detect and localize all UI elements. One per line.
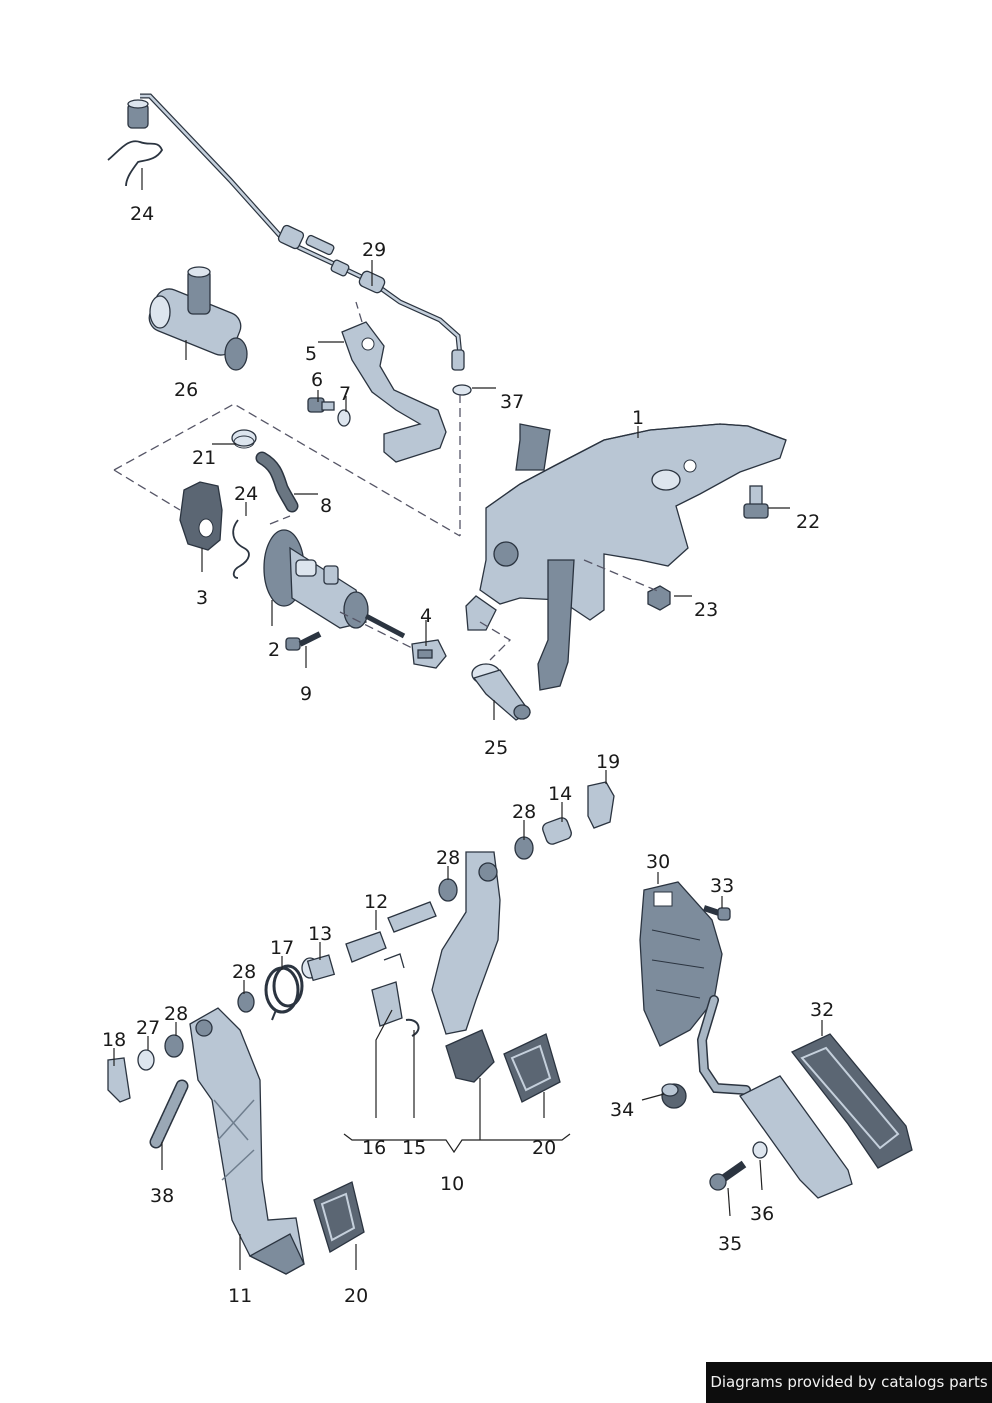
bushing-13	[301, 954, 336, 982]
callout-28-a: 28	[512, 801, 536, 823]
callout-5: 5	[305, 343, 317, 365]
group-bracket-10	[343, 1133, 571, 1154]
callout-15: 15	[402, 1137, 426, 1159]
callout-12: 12	[364, 891, 388, 913]
pedal-pad-20-lower	[313, 1181, 365, 1253]
callout-26: 26	[174, 379, 198, 401]
credit-banner: Diagrams provided by catalogs parts	[706, 1362, 992, 1403]
callout-9: 9	[300, 683, 312, 705]
torsion-spring-17	[264, 964, 304, 1021]
callout-19: 19	[596, 751, 620, 773]
callout-17: 17	[270, 937, 294, 959]
screw-33	[703, 905, 731, 921]
bushing-28-d	[164, 1034, 184, 1058]
callout-30: 30	[646, 851, 670, 873]
shaft-12	[345, 901, 437, 963]
pedal-bracket-1	[465, 423, 787, 691]
nut-23	[647, 585, 671, 611]
pipe-fitting-26	[148, 266, 248, 371]
bushing-28-b	[438, 878, 458, 902]
leader-lines	[113, 168, 823, 1270]
callout-27: 27	[136, 1017, 160, 1039]
callout-labels: 24 29 26 5 6 7 37 1 21 24 8 22 3 23 4 2 …	[102, 203, 834, 1307]
callout-28-d: 28	[164, 1003, 188, 1025]
gasket-3	[179, 481, 223, 551]
clutch-hydraulic-line	[127, 93, 472, 396]
callout-28-b: 28	[436, 847, 460, 869]
callout-3: 3	[196, 587, 208, 609]
callout-11: 11	[228, 1285, 252, 1307]
callout-7: 7	[339, 383, 351, 405]
pedal-pad-20-upper	[503, 1033, 561, 1103]
retaining-clip-24	[107, 140, 164, 187]
master-cylinder-2	[263, 529, 406, 639]
callout-20-lower: 20	[344, 1285, 368, 1307]
callout-23: 23	[694, 599, 718, 621]
pedal-switch-25	[471, 663, 531, 721]
callout-8: 8	[320, 495, 332, 517]
accelerator-module-30	[639, 881, 723, 1047]
callout-36: 36	[750, 1203, 774, 1225]
callout-14: 14	[548, 783, 572, 805]
line-bracket-5	[341, 321, 447, 463]
callout-28-c: 28	[232, 961, 256, 983]
callout-25: 25	[484, 737, 508, 759]
clutch-pedal-11	[189, 1007, 305, 1275]
bushing-28-a	[514, 836, 534, 860]
washer-7	[337, 409, 351, 427]
callout-37: 37	[500, 391, 524, 413]
callout-1: 1	[632, 407, 644, 429]
callout-6: 6	[311, 369, 323, 391]
bushing-28-c	[237, 991, 255, 1013]
callout-2: 2	[268, 639, 280, 661]
callout-29: 29	[362, 239, 386, 261]
bolt-22	[743, 485, 769, 519]
bracket-18	[107, 1057, 131, 1103]
hose-clamp-21	[231, 429, 257, 449]
callout-4: 4	[420, 605, 432, 627]
callout-38: 38	[150, 1185, 174, 1207]
callout-22: 22	[796, 511, 820, 533]
retainer-15	[405, 1018, 420, 1037]
screw-9	[285, 631, 322, 651]
bolt-35	[709, 1160, 747, 1191]
callout-32: 32	[810, 999, 834, 1021]
stop-34	[661, 1083, 687, 1109]
callout-21: 21	[192, 447, 216, 469]
washer-27	[137, 1049, 155, 1071]
callout-10: 10	[440, 1173, 464, 1195]
callout-13: 13	[308, 923, 332, 945]
callout-33: 33	[710, 875, 734, 897]
reference-line-upper-left	[113, 403, 461, 537]
clip-16	[371, 953, 405, 1027]
return-spring-38	[149, 1079, 189, 1149]
bushing-14	[542, 817, 572, 845]
retaining-clip-24-lower	[232, 519, 250, 579]
bracket-19	[587, 781, 615, 829]
callout-24-top: 24	[130, 203, 154, 225]
callout-34: 34	[610, 1099, 634, 1121]
callout-35: 35	[718, 1233, 742, 1255]
callout-16: 16	[362, 1137, 386, 1159]
callout-20-upper: 20	[532, 1137, 556, 1159]
callout-24-lower: 24	[234, 483, 258, 505]
pedal-cover-32	[790, 1033, 913, 1169]
accelerator-pedal	[739, 1075, 853, 1199]
bolt-6	[307, 397, 335, 413]
retaining-clip-4	[411, 639, 447, 669]
washer-36	[752, 1141, 768, 1159]
brake-pedal-10	[431, 851, 501, 1083]
callout-18: 18	[102, 1029, 126, 1051]
